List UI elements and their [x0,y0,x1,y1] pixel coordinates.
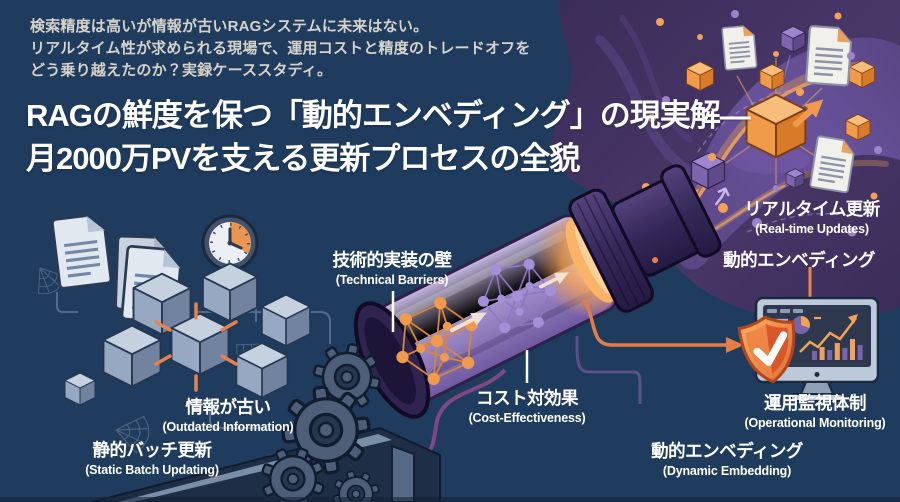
intro-line: 検索精度は高いが情報が古いRAGシステムに未来はない。 [30,18,429,35]
line-chart-icon [799,314,858,353]
cube-icon [686,61,714,91]
cube-icon [171,313,229,375]
static-cubes-cluster [65,263,310,405]
label-jp: 動的エンベディング [723,250,875,270]
label-en: (Dynamic Embedding) [662,464,792,478]
pie-chart-icon [792,316,821,334]
bar-chart-icon [812,339,863,360]
arrow-icon [449,312,487,333]
label-en: (Technical Barriers) [335,273,449,287]
intro-line: どう乗り越えたのか？実録ケーススタディ。 [30,62,333,79]
cube-icon [781,26,805,52]
cube-icon [65,373,95,405]
arrow-icon [538,272,569,289]
label-static-batch-updating: 静的バッチ更新 (Static Batch Updating) [85,437,219,477]
intro-line: リアルタイム性が求められる現場で、運用コストと精度のトレードオフを [30,40,531,57]
cube-icon [262,294,310,346]
label-en: (Real-time Updates) [755,222,869,236]
intro-text: 検索精度は高いが情報が古いRAGシステムに未来はない。 リアルタイム性が求められ… [30,16,531,82]
label-technical-barriers: 技術的実装の壁 (Technical Barriers) [332,247,453,287]
document-icon [52,213,112,289]
label-jp: リアルタイム更新 [744,199,880,219]
cube-icon [846,114,870,140]
label-en: (Cost-Effectiveness) [468,411,586,425]
cube-icon [103,325,161,387]
document-icon [806,26,852,86]
arrow-icon [792,99,824,128]
cube-icon [203,263,257,321]
label-jp: 動的エンベディング [651,441,803,461]
pipeline-tube [353,164,722,419]
cube-icon [236,343,288,398]
cube-icon [786,168,804,188]
cable [575,335,642,404]
page-title: RAGの鮮度を保つ「動的エンベディング」の現実解― 月2000万PVを支える更新… [26,94,751,180]
arrow-icon [715,187,730,206]
cube-joints [154,302,238,392]
label-operational-monitoring: 運用監視体制 (Operational Monitoring) [744,390,885,430]
label-en: (Operational Monitoring) [744,416,886,430]
label-dynamic-embedding-bottom: 動的エンベディング (Dynamic Embedding) [651,438,803,478]
data-dots [662,10,882,237]
bottom-edge [0,497,900,502]
title-line: 月2000万PVを支える更新プロセスの全貌 [26,141,580,176]
arrow-icon [582,299,744,353]
label-cost-effectiveness: コスト対効果 (Cost-Effectiveness) [469,385,586,425]
label-jp: 運用監視体制 [764,393,867,413]
shield-check-icon [737,315,796,384]
label-jp: 静的バッチ更新 [92,440,212,460]
clock-icon [201,214,259,272]
title-line: RAGの鮮度を保つ「動的エンベディング」の現実解― [26,98,751,133]
label-jp: 情報が古い [185,397,271,417]
label-outdated-information: 情報が古い (Outdated Information) [162,394,293,434]
label-en: (Outdated Information) [162,420,294,434]
cube-icon [849,60,875,88]
label-realtime-updates: リアルタイム更新 (Real-time Updates) [744,196,880,236]
label-jp: コスト対効果 [476,388,578,408]
label-jp: 技術的実装の壁 [332,250,453,270]
label-dynamic-embedding-top: 動的エンベディング [723,247,875,272]
stale-data-group [34,213,331,457]
label-en: (Static Batch Updating) [85,463,219,477]
cube-icon [760,64,784,90]
